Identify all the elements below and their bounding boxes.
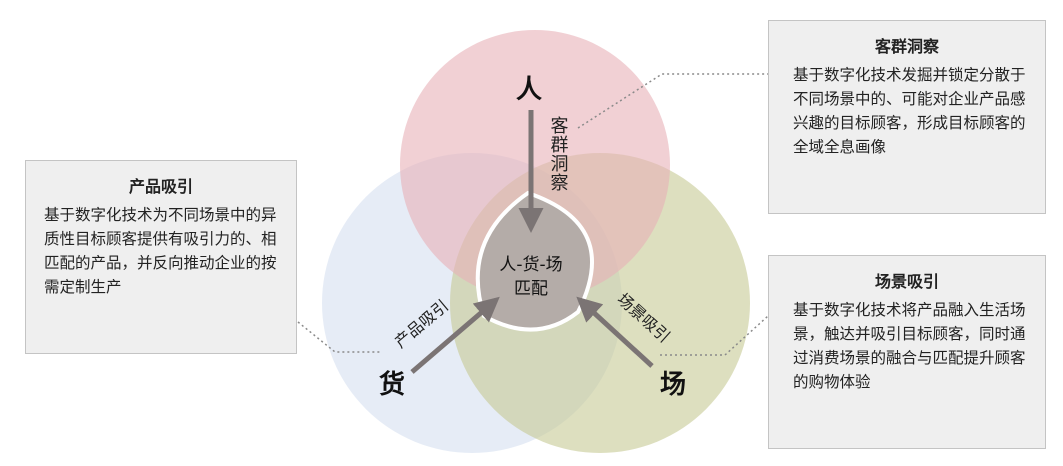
circle-person [400,30,670,300]
callout-body: 基于数字化技术发掘并锁定分散于不同场景中的、可能对企业产品感兴趣的目标顾客，形成… [793,66,1026,156]
callout-scene-attraction: 场景吸引 基于数字化技术将产品融入生活场景，触达并吸引目标顾客，同时通过消费场景… [768,255,1046,449]
arrow-product-attraction [410,296,500,374]
arrow-label-customer-insight: 客群洞察 [548,116,569,192]
node-scene-label: 场 [660,370,686,400]
arrow-scene-attraction [576,296,654,368]
callout-body: 基于数字化技术为不同场景中的异质性目标顾客提供有吸引力的、相匹配的产品，并反向推… [44,206,277,296]
callout-title: 场景吸引 [874,272,939,291]
callout-title: 产品吸引 [128,177,193,196]
center-match-area [475,190,594,332]
callout-title: 客群洞察 [874,37,939,56]
connector-scene [660,315,769,356]
center-label-line1: 人-货-场 [499,255,562,275]
connector-product [297,321,380,353]
center-label-line2: 匹配 [514,279,548,299]
connector-customer [577,73,768,129]
node-person-label: 人 [516,75,542,105]
callout-body: 基于数字化技术将产品融入生活场景，触达并吸引目标顾客，同时通过消费场景的融合与匹… [793,301,1026,391]
callout-product-attraction: 产品吸引 基于数字化技术为不同场景中的异质性目标顾客提供有吸引力的、相匹配的产品… [25,160,297,354]
callout-customer-insight: 客群洞察 基于数字化技术发掘并锁定分散于不同场景中的、可能对企业产品感兴趣的目标… [768,20,1046,214]
node-goods-label: 货 [379,369,405,400]
